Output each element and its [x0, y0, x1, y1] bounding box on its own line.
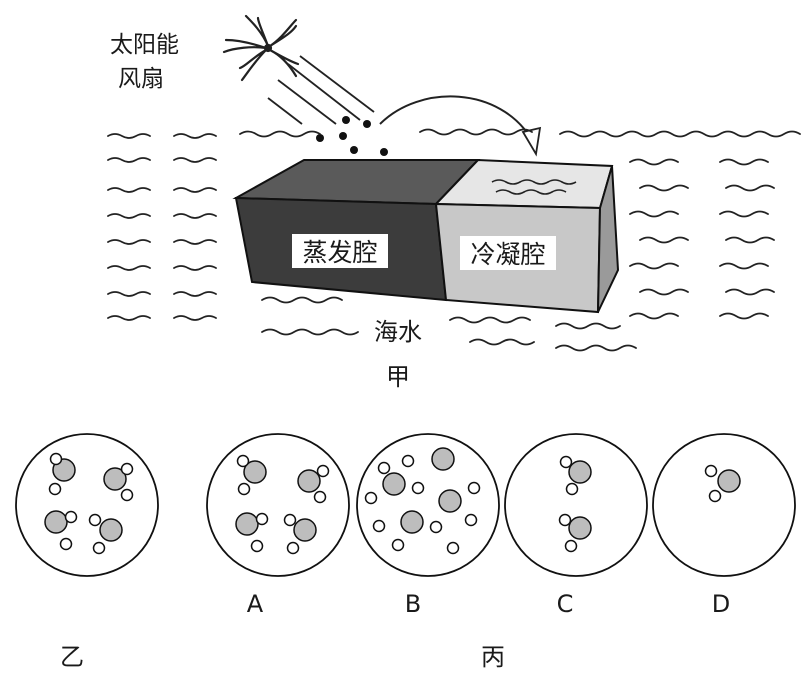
vapor-dots: [316, 116, 388, 156]
particle-container-yi: [15, 433, 159, 577]
seawater-label: 海水: [374, 318, 422, 346]
fan-label-line2: 风扇: [118, 66, 164, 92]
particle-container-a: [206, 433, 350, 577]
particle-group-d: [704, 464, 741, 503]
sun-rays: [267, 55, 375, 125]
particle-container-d: [652, 433, 796, 577]
option-a-label: A: [247, 590, 264, 618]
option-c[interactable]: C: [504, 433, 648, 618]
condensation-chamber-label: 冷凝腔: [470, 240, 545, 269]
figure-jia-caption: 甲: [386, 363, 410, 391]
figure-jia: 太阳能 风扇: [107, 14, 801, 391]
option-d[interactable]: D: [652, 433, 796, 618]
option-d-label: D: [712, 590, 730, 618]
solar-fan-icon: [222, 14, 300, 82]
particle-group-a: [235, 454, 330, 555]
fan-label-line1: 太阳能: [110, 32, 179, 58]
figure-yi: 乙: [15, 433, 159, 671]
seawater-waves: [107, 128, 801, 352]
option-a[interactable]: A: [206, 433, 350, 618]
option-c-label: C: [557, 590, 574, 618]
option-b-label: B: [405, 590, 421, 618]
evaporation-chamber-label: 蒸发腔: [302, 238, 377, 267]
figure-yi-caption: 乙: [60, 643, 84, 671]
figure-bing: A B: [206, 433, 796, 671]
condensation-label-bg: [460, 236, 556, 270]
vapor-flow-arrow-icon: [379, 95, 542, 157]
particle-container-b: [356, 433, 500, 577]
particle-group-c: [558, 455, 592, 553]
particle-container-c: [504, 433, 648, 577]
particle-group-b: [364, 447, 481, 555]
condensed-water-ripples: [491, 179, 577, 195]
particle-group-yi: [44, 452, 134, 555]
option-b[interactable]: B: [356, 433, 500, 618]
figure-bing-caption: 丙: [481, 643, 505, 671]
evaporation-label-bg: [292, 234, 388, 268]
